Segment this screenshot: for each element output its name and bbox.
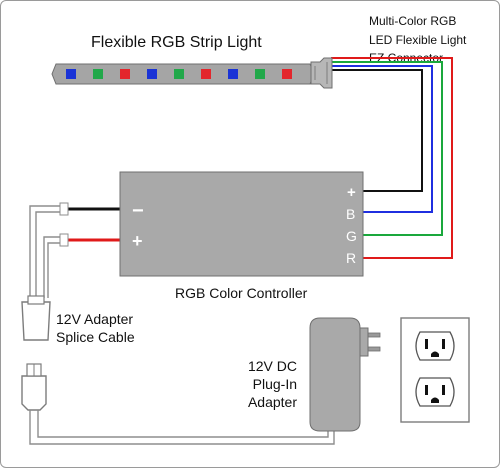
outlet-receptacle-bottom xyxy=(415,377,455,407)
controller-input-plus: + xyxy=(132,231,143,251)
strip-led-blue xyxy=(228,69,238,79)
strip-led-green xyxy=(93,69,103,79)
adapter-dc-plug xyxy=(21,363,47,411)
strip-led-blue xyxy=(147,69,157,79)
output-wires xyxy=(331,57,453,259)
controller-output-plus: + xyxy=(347,184,356,201)
connector-label-line-1: Multi-Color RGB xyxy=(369,14,456,28)
strip-led-red xyxy=(201,69,211,79)
wire-red-out xyxy=(331,57,453,259)
adapter-label-line-2: Plug-In xyxy=(253,376,297,392)
adapter-label-line-1: 12V DC xyxy=(248,358,297,374)
adapter-label-line-3: Adapter xyxy=(248,394,297,410)
plug-in-adapter xyxy=(309,317,381,432)
strip-led-green xyxy=(255,69,265,79)
controller-output-g: G xyxy=(346,228,357,244)
strip-led-red xyxy=(282,69,292,79)
strip-title: Flexible RGB Strip Light xyxy=(91,34,262,51)
wire-black-out xyxy=(331,69,423,192)
splice-label-line-2: Splice Cable xyxy=(56,329,135,345)
splice-barrel-jack xyxy=(21,295,51,341)
adapter-cable xyxy=(29,410,335,445)
rgb-strip-light xyxy=(51,63,315,85)
wire-blue-out xyxy=(331,65,433,213)
strip-leds xyxy=(66,69,292,79)
connector-label-line-2: LED Flexible Light xyxy=(369,33,467,47)
wall-outlet xyxy=(400,317,470,423)
controller-input-minus: − xyxy=(132,200,144,222)
controller-output-r: R xyxy=(346,250,356,266)
controller-title: RGB Color Controller xyxy=(175,285,308,301)
strip-led-green xyxy=(174,69,184,79)
outlet-receptacle-top xyxy=(415,331,455,361)
strip-led-red xyxy=(120,69,130,79)
controller-output-b: B xyxy=(346,206,355,222)
wire-green-out xyxy=(331,61,443,236)
splice-cable xyxy=(29,202,69,298)
input-wires xyxy=(68,207,120,242)
strip-led-blue xyxy=(66,69,76,79)
splice-label-line-1: 12V Adapter xyxy=(56,311,133,327)
rgb-color-controller: − + + B G R xyxy=(119,171,364,277)
ez-connector xyxy=(310,57,333,89)
